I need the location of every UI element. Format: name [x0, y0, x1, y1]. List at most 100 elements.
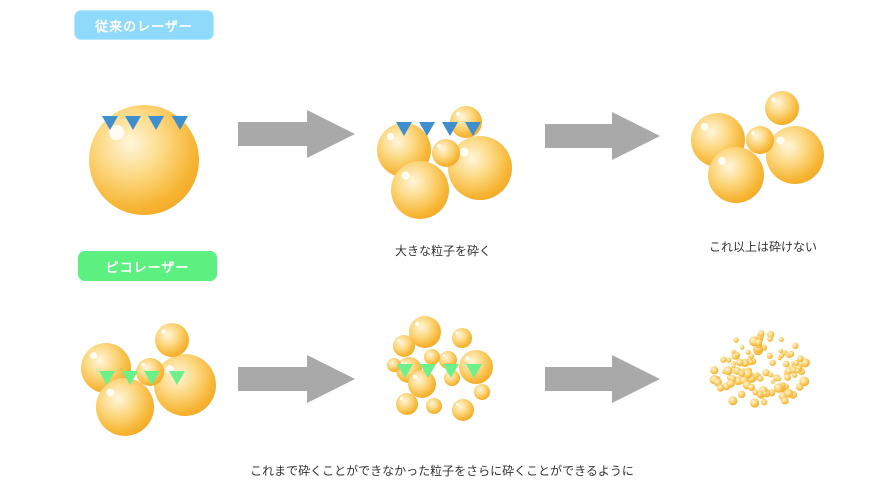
- conventional-laser-arrowhead-icon: [148, 116, 164, 130]
- particle: [762, 391, 768, 396]
- particle: [731, 349, 736, 354]
- particle-highlight: [455, 331, 459, 335]
- particle-highlight: [414, 321, 420, 327]
- particle-highlight: [459, 147, 469, 157]
- particle: [96, 378, 154, 436]
- particle-highlight: [465, 356, 470, 361]
- particle: [778, 337, 784, 342]
- particle: [731, 364, 736, 369]
- particle: [391, 161, 449, 219]
- particle: [754, 338, 763, 347]
- particle: [716, 384, 725, 392]
- particle: [750, 398, 760, 408]
- particle-highlight: [396, 338, 401, 343]
- particle: [778, 348, 784, 354]
- particle: [782, 360, 790, 368]
- particle: [720, 356, 727, 363]
- particle: [738, 370, 745, 377]
- particle: [154, 354, 216, 416]
- pico-laser-arrowhead-icon: [99, 371, 115, 385]
- particle: [396, 393, 418, 415]
- particle: [733, 337, 739, 343]
- process-arrow-icon: [545, 355, 660, 403]
- conventional-laser-arrowhead-icon: [172, 116, 188, 130]
- pico-laser-arrowhead-icon: [169, 371, 185, 385]
- conventional-laser-arrowhead-icon: [442, 122, 458, 136]
- conventional-laser-arrowhead-icon: [102, 116, 118, 130]
- particle: [773, 383, 784, 393]
- pico-laser-arrowhead-icon: [420, 364, 436, 378]
- particle: [767, 331, 775, 339]
- process-arrow-icon: [238, 110, 355, 158]
- particle: [791, 372, 798, 378]
- particle: [792, 342, 799, 350]
- particle-highlight: [401, 171, 410, 180]
- particle: [784, 388, 794, 398]
- particle: [790, 366, 797, 374]
- particle: [761, 399, 768, 406]
- particle-highlight: [771, 97, 776, 102]
- particle: [723, 366, 733, 376]
- pico-laser-arrowhead-icon: [443, 364, 459, 378]
- particle-highlight: [386, 132, 395, 141]
- particle-highlight: [161, 329, 166, 334]
- particle: [780, 396, 789, 405]
- particle-highlight: [399, 396, 404, 401]
- particle-highlight: [718, 157, 726, 165]
- particle: [408, 370, 436, 398]
- particle-highlight: [90, 352, 97, 359]
- particle-highlight: [141, 363, 145, 367]
- particle: [726, 379, 735, 388]
- particle-highlight: [455, 402, 460, 407]
- particle: [766, 126, 824, 184]
- particle-highlight: [455, 111, 461, 117]
- conventional-laser-badge: 従来のレーザー: [74, 10, 214, 40]
- particle: [737, 390, 746, 399]
- particle: [795, 368, 801, 373]
- particle: [474, 384, 490, 400]
- pico-laser-arrowhead-icon: [397, 364, 413, 378]
- particle: [767, 336, 773, 342]
- particle: [793, 359, 800, 366]
- particle: [710, 366, 719, 375]
- particle: [784, 373, 792, 381]
- particle: [452, 399, 474, 421]
- particle-highlight: [106, 388, 115, 397]
- particle-highlight: [413, 375, 417, 379]
- particle: [728, 396, 738, 406]
- particle: [155, 323, 189, 357]
- conventional-laser-arrowhead-icon: [125, 116, 141, 130]
- caption-cannot-break-further: これ以上は砕けない: [708, 240, 818, 254]
- particle: [752, 389, 759, 396]
- particle-highlight: [437, 144, 441, 148]
- particle: [787, 350, 795, 358]
- particle: [766, 352, 773, 359]
- particle: [776, 376, 782, 382]
- particle: [708, 147, 764, 203]
- pico-laser-arrowhead-icon: [144, 371, 160, 385]
- particle: [747, 383, 756, 392]
- particle-highlight: [776, 136, 785, 145]
- particle: [742, 368, 753, 379]
- particle: [746, 126, 774, 154]
- particle: [432, 139, 460, 167]
- particle: [444, 370, 460, 386]
- conventional-laser-arrowhead-icon: [396, 122, 412, 136]
- particle: [739, 345, 745, 350]
- particle-highlight: [700, 122, 709, 131]
- particle: [768, 372, 774, 378]
- particle: [757, 330, 765, 337]
- particle: [734, 352, 740, 358]
- particle-highlight: [108, 124, 125, 141]
- particle: [745, 349, 751, 355]
- particle: [797, 355, 804, 362]
- particle: [765, 91, 799, 125]
- particle: [748, 353, 754, 359]
- particle: [799, 376, 810, 387]
- particle: [762, 369, 770, 377]
- caption-pico-result: これまで砕くことができなかった粒子をさらに砕くことができるように: [250, 464, 634, 478]
- particle-highlight: [442, 354, 445, 357]
- particle: [770, 379, 775, 384]
- particle: [726, 357, 732, 363]
